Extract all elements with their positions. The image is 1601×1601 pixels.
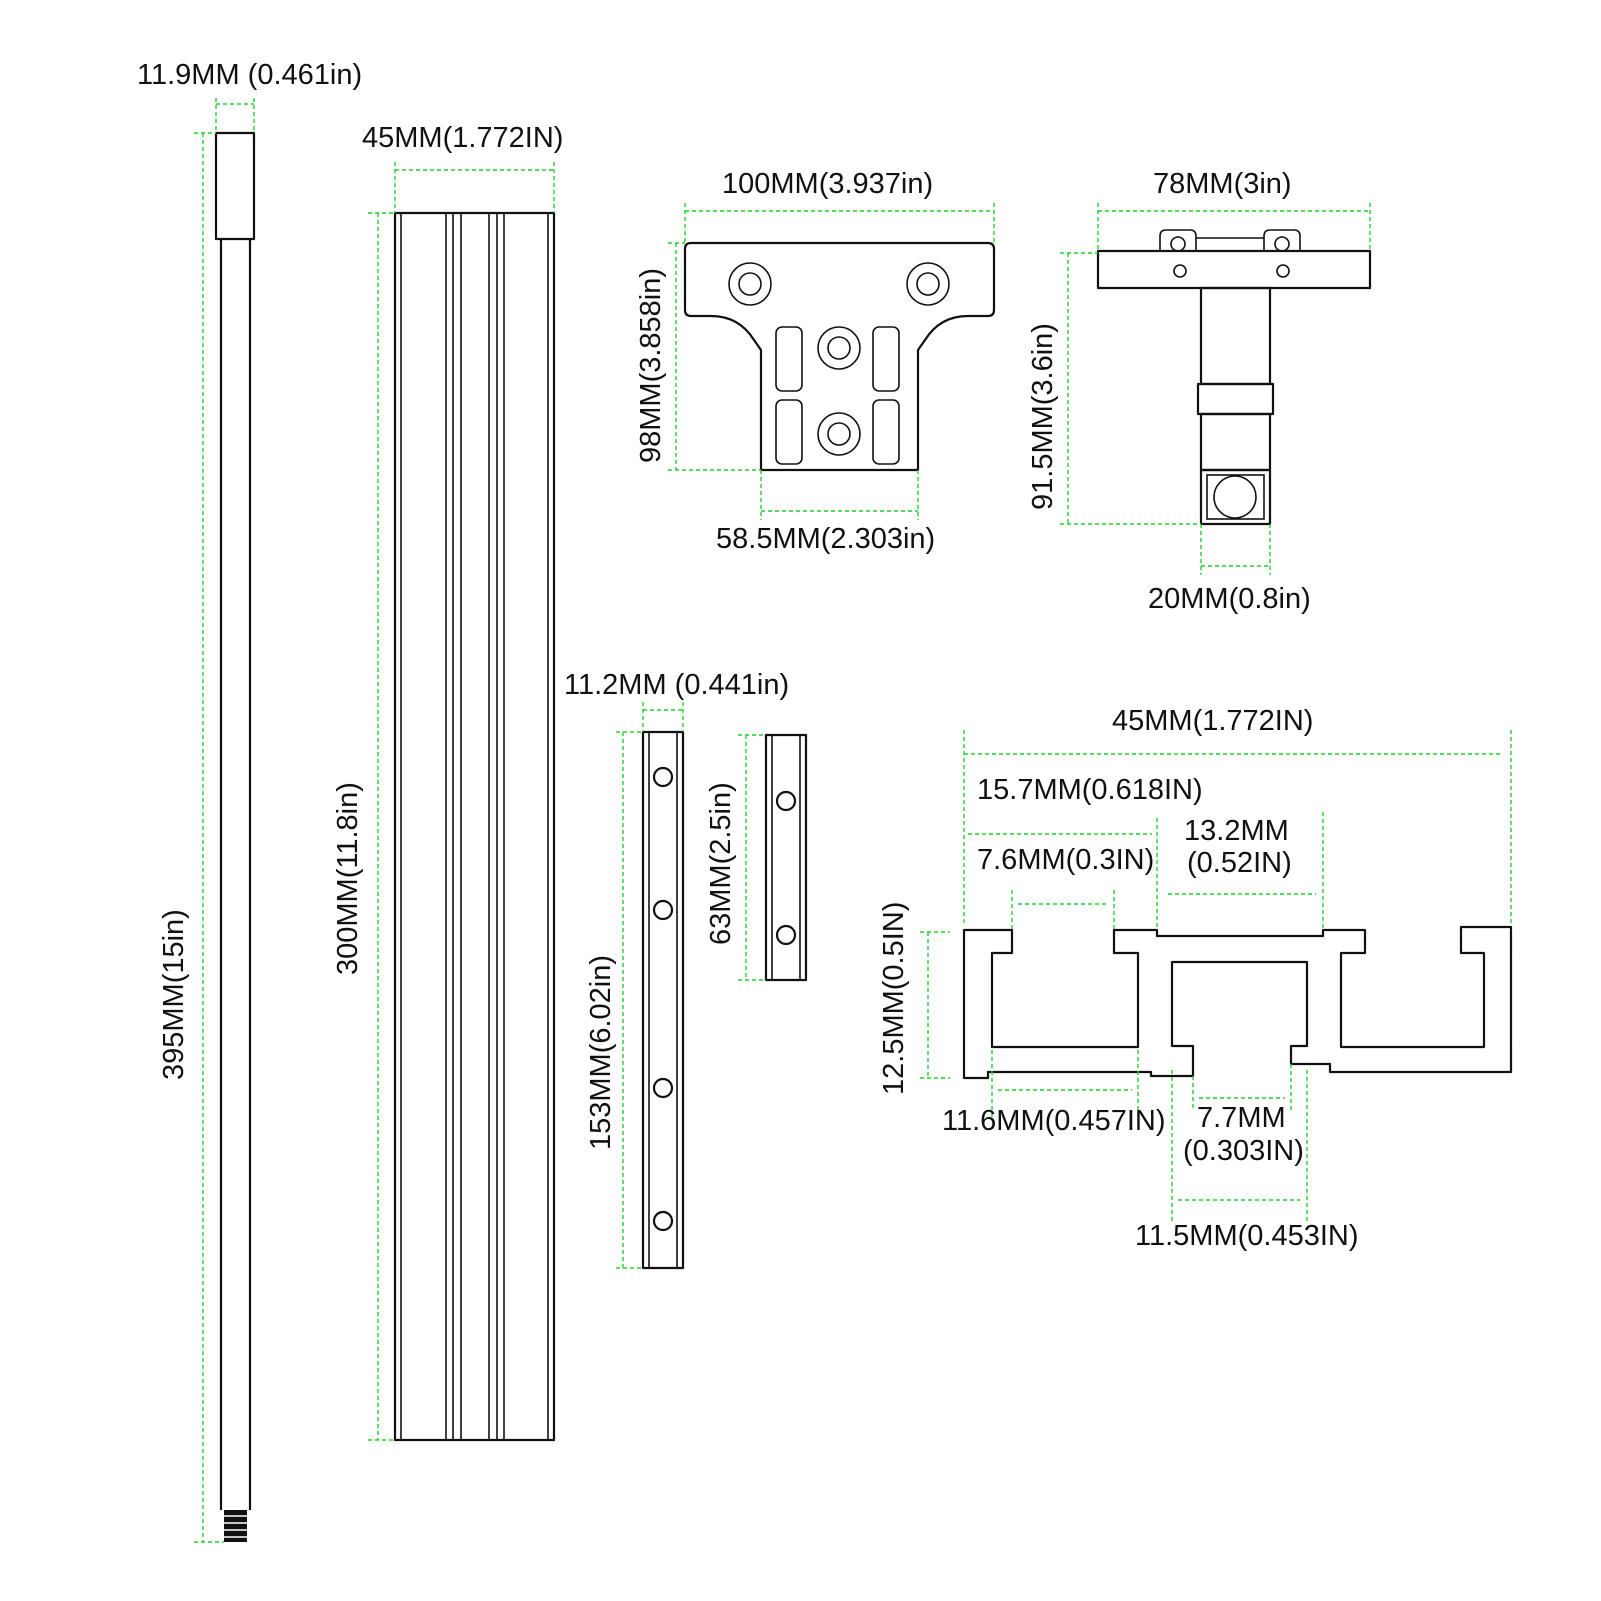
slot-hole <box>775 326 803 392</box>
long-connector-dimension-lines <box>616 702 684 1269</box>
bracket-stem-width-label: 20MM(0.8in) <box>1148 583 1311 615</box>
plate-dimension-lines <box>668 203 995 520</box>
extrusion-dimension-lines <box>368 162 555 1441</box>
profile-center-slot-label-line1: 13.2MM <box>1184 815 1289 847</box>
plate-bottom-width-label: 58.5MM(2.303in) <box>716 523 935 555</box>
connector-hole <box>652 1210 674 1232</box>
connector-hole <box>652 1077 674 1099</box>
connector-hole <box>775 924 797 946</box>
rod-thread <box>224 1510 247 1542</box>
bracket-hole <box>1173 264 1187 278</box>
short-connector <box>764 733 808 982</box>
bracket-hole <box>1276 264 1290 278</box>
long-connector-body <box>641 730 685 1270</box>
bracket-stem <box>1199 286 1272 386</box>
bracket-foot-hole <box>1213 475 1257 519</box>
bracket-clip <box>1159 229 1197 251</box>
plate-width-label: 100MM(3.937in) <box>722 168 933 200</box>
profile-center-channel-label: 11.5MM(0.453IN) <box>1135 1220 1359 1252</box>
countersunk-hole <box>906 262 950 306</box>
profile-cross-section <box>962 925 1513 1080</box>
profile-dimension-lines <box>920 730 1512 1222</box>
aluminum-extrusion <box>393 211 556 1442</box>
profile-overall-width-label: 45MM(1.772IN) <box>1112 705 1313 737</box>
bracket-dimension-lines <box>1060 203 1371 575</box>
rod-length-label: 395MM(15in) <box>158 909 190 1080</box>
bracket-foot <box>1199 468 1272 526</box>
rod-cap <box>214 131 256 241</box>
countersunk-hole <box>817 412 861 456</box>
profile-outline <box>962 925 1513 1080</box>
extrusion-width-label: 45MM(1.772IN) <box>362 122 563 154</box>
short-connector-body <box>764 733 808 982</box>
countersunk-hole <box>728 262 772 306</box>
bracket-width-label: 78MM(3in) <box>1153 168 1292 200</box>
connector-hole <box>775 790 797 812</box>
short-connector-length-label: 63MM(2.5in) <box>705 782 737 945</box>
plate-height-label: 98MM(3.858in) <box>635 268 667 463</box>
profile-height-label: 12.5MM(0.5IN) <box>878 902 910 1095</box>
profile-left-slot-label: 15.7MM(0.618IN) <box>977 774 1203 806</box>
profile-bottom-opening-label-line2: (0.303IN) <box>1183 1135 1304 1167</box>
connector-hole <box>652 899 674 921</box>
short-connector-dimension-lines <box>738 734 766 981</box>
bracket-height-label: 91.5MM(3.6in) <box>1027 323 1059 510</box>
bracket-clip <box>1263 229 1301 251</box>
rod-width-label: 11.9MM (0.461in) <box>137 59 362 91</box>
profile-slot-opening-label: 7.6MM(0.3IN) <box>977 844 1154 876</box>
long-connector-length-label: 153MM(6.02in) <box>585 955 617 1150</box>
rod-dimension-lines <box>194 98 255 1543</box>
long-connector-width-label: 11.2MM (0.441in) <box>564 669 789 701</box>
profile-left-channel-label: 11.6MM(0.457IN) <box>942 1105 1166 1137</box>
connector-hole <box>652 766 674 788</box>
slot-hole <box>872 326 900 392</box>
slot-hole <box>775 399 803 465</box>
profile-center-slot-label-line2: (0.52IN) <box>1187 847 1292 879</box>
bracket-collar <box>1196 382 1275 416</box>
extrusion-body <box>393 211 556 1442</box>
bracket-crossbar <box>1096 249 1372 290</box>
extrusion-length-label: 300MM(11.8in) <box>332 782 364 975</box>
long-connector <box>641 730 685 1270</box>
bracket-lower-stem <box>1199 412 1272 472</box>
profile-bottom-opening-label-line1: 7.7MM <box>1197 1102 1286 1134</box>
mount-plate <box>683 241 996 472</box>
threaded-rod <box>214 131 256 1542</box>
countersunk-hole <box>817 326 861 370</box>
slot-hole <box>872 399 900 465</box>
t-bracket <box>1096 229 1372 526</box>
